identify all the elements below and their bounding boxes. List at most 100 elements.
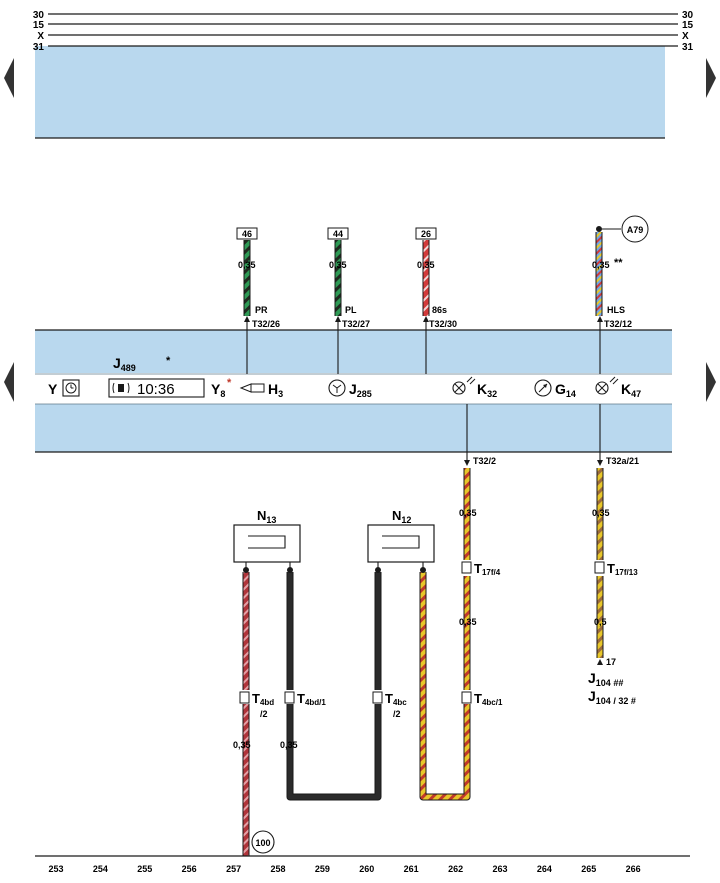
track-number: 261 <box>404 864 419 874</box>
component-k32: K32 <box>477 381 497 399</box>
component-h3-text: H <box>268 381 278 397</box>
separation-point-icon[interactable] <box>594 561 605 574</box>
track-number: 265 <box>581 864 596 874</box>
gauge-label-86s: 0,35 <box>417 260 435 270</box>
component-h3: H3 <box>268 381 283 399</box>
pin-arrow-icon <box>464 460 470 466</box>
track-number: 256 <box>182 864 197 874</box>
rail-label-left-x: X <box>37 31 44 42</box>
destination-j104-1: J104 ## <box>588 670 623 688</box>
component-y8: Y8 <box>211 381 225 399</box>
component-k47-text: K <box>621 381 631 397</box>
pin-label-t32-27: T32/27 <box>342 319 370 329</box>
separation-point-icon[interactable] <box>239 691 250 704</box>
component-g14-text: G <box>555 381 566 397</box>
connector-box-44[interactable] <box>327 227 349 240</box>
bulb-n13-label: N13 <box>257 508 276 525</box>
sep-label-t4bc-2: T4bc <box>385 691 407 707</box>
prev-page-arrow-icon-middle[interactable] <box>4 362 14 402</box>
pin-arrow-icon <box>597 460 603 466</box>
component-g14-sub: 14 <box>566 389 576 399</box>
component-y8-sub: 8 <box>220 389 225 399</box>
signal-label-86s: 86s <box>432 305 447 315</box>
track-number: 258 <box>270 864 285 874</box>
separation-point-icon[interactable] <box>372 691 383 704</box>
destination-j104-1-sub: 104 ## <box>596 678 624 688</box>
separation-point-icon[interactable] <box>284 691 295 704</box>
ground-ref-a79[interactable] <box>621 215 649 243</box>
ground-ref-100[interactable] <box>251 830 275 854</box>
track-number: 253 <box>48 864 63 874</box>
sep-label-t4bd-1-text: T4bd/1 <box>297 691 326 707</box>
lower-pins: T32/2 T32a/21 0,35 0,35 T17f/4 T17f/13 0… <box>459 456 639 706</box>
component-h3-sub: 3 <box>278 389 283 399</box>
bulb-n12-label-text: N <box>392 508 401 523</box>
next-page-arrow-icon-middle[interactable] <box>706 362 716 402</box>
clock-symbol-label: Y <box>48 381 58 397</box>
component-j285-text: J <box>349 381 357 397</box>
gauge-label-k47-a: 0,35 <box>592 508 610 518</box>
connector-box-46[interactable] <box>236 227 258 240</box>
sep-label-t4bc-2-text: T4bc <box>385 691 407 707</box>
pin-label-t32-12: T32/12 <box>604 319 632 329</box>
control-unit-name-text: J <box>113 355 121 371</box>
signal-label-pr: PR <box>255 305 268 315</box>
track-number: 263 <box>492 864 507 874</box>
destination-j104-2-text: J <box>588 688 596 704</box>
gauge-label-k32-a: 0,35 <box>459 508 477 518</box>
sep1-main-letter: T <box>297 691 305 706</box>
control-unit-name-sub: 489 <box>121 363 136 373</box>
separation-points: T4bd /2 T4bd/1 T4bc /2 T4bc/1 0,35 0,35 … <box>233 691 503 854</box>
sep0-main-letter: T <box>252 691 260 706</box>
wire-black-loop[interactable] <box>287 704 381 800</box>
bulb-n12[interactable]: N12 <box>367 508 435 563</box>
next-page-arrow-icon[interactable] <box>706 58 716 98</box>
pin-label-t17f-4: T17f/4 <box>474 561 501 577</box>
bulb-n13-label-text: N <box>257 508 266 523</box>
gauge-label-pr: 0,35 <box>238 260 256 270</box>
pin-label-t32-2: T32/2 <box>473 456 496 466</box>
pin-arrow-icon <box>597 659 603 665</box>
destination-j104-2: J104 / 32 # <box>588 688 636 706</box>
component-j285-sub: 285 <box>357 389 372 399</box>
junction-dot <box>596 226 602 232</box>
track-number: 257 <box>226 864 241 874</box>
sep-label-t4bd-2-text: T4bd <box>252 691 274 707</box>
pin-label-t17f-13: T17f/13 <box>607 561 638 577</box>
sep-label-t4bc-1: T4bc/1 <box>474 691 503 707</box>
separation-point-icon[interactable] <box>461 691 472 704</box>
sep3-main-letter: T <box>474 691 482 706</box>
wire-n12-yellow-red[interactable] <box>420 572 470 800</box>
pin-arrow-icon <box>335 316 341 322</box>
bulb-n12-label-sub: 12 <box>401 515 411 525</box>
destination-j104-1-text: J <box>588 670 596 686</box>
separation-point-icon[interactable] <box>461 561 472 574</box>
pin-label-t32a-21: T32a/21 <box>606 456 639 466</box>
connector-ref-44: 44 <box>333 229 343 239</box>
sep1-main-sub: 4bd/1 <box>305 698 326 707</box>
sep3-main-sub: 4bc/1 <box>482 698 503 707</box>
pin-arrow-icon <box>423 316 429 322</box>
clock-display <box>108 378 205 398</box>
component-k32-text: K <box>477 381 487 397</box>
track-number: 264 <box>537 864 552 874</box>
track-number: 255 <box>137 864 152 874</box>
sep-label-t4bd-2: T4bd <box>252 691 274 707</box>
sep-label-t4bd-2-sub: /2 <box>260 709 268 719</box>
prev-page-arrow-icon[interactable] <box>4 58 14 98</box>
pin-arrow-icon <box>597 316 603 322</box>
bulb-n13-label-sub: 13 <box>266 515 276 525</box>
connector-box-26[interactable] <box>415 227 437 240</box>
rail-label-left-30: 30 <box>33 10 45 21</box>
component-g14: G14 <box>555 381 576 399</box>
component-y8-mark: * <box>227 377 232 389</box>
gauge-label-bottom-1: 0,35 <box>233 740 251 750</box>
ground-ref-a79-label: A79 <box>627 225 644 235</box>
rail-label-right-15: 15 <box>682 20 694 31</box>
bulb-n13[interactable]: N13 <box>233 508 301 563</box>
sep-label-t4bc-2-sub: /2 <box>393 709 401 719</box>
bulb-n12-label: N12 <box>392 508 411 525</box>
